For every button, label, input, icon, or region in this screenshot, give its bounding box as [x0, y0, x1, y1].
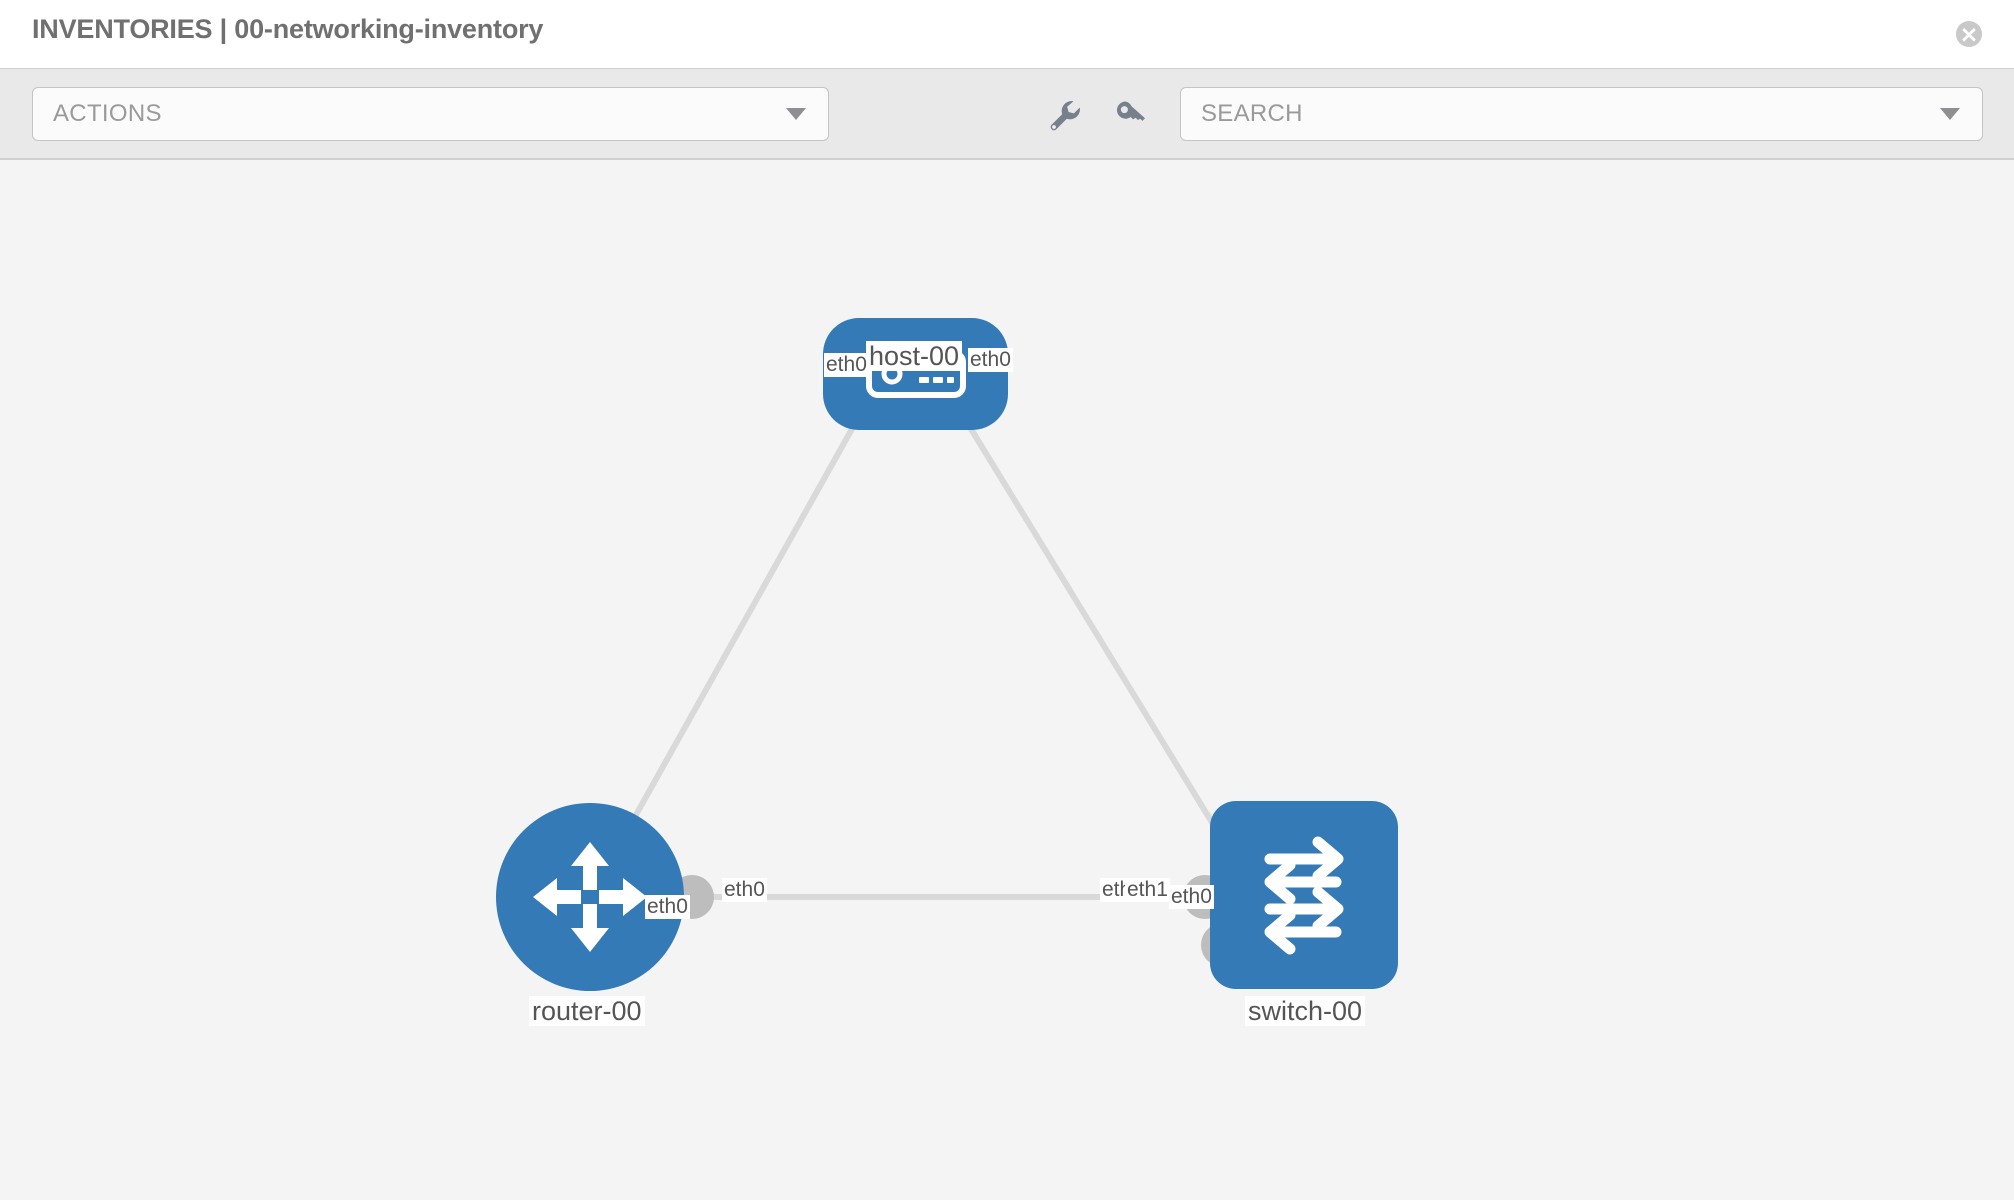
iface-label-switch-to-host: eth0: [1169, 885, 1214, 909]
node-switch-00[interactable]: [1210, 801, 1398, 989]
actions-dropdown[interactable]: ACTIONS: [32, 87, 829, 141]
link-router-host: [601, 408, 865, 875]
iface-label-host-left: eth0: [824, 353, 869, 377]
node-label-host-00: host-00: [866, 341, 963, 371]
four-way-arrows-icon: [533, 842, 647, 952]
iface-label-router-to-switch: eth0: [722, 878, 767, 902]
topology-links: [601, 408, 1238, 900]
link-host-switch: [957, 408, 1238, 863]
iface-label-switch-to-router: eth1: [1125, 878, 1170, 902]
iface-label-host-right: eth0: [968, 348, 1013, 372]
search-dropdown[interactable]: SEARCH: [1180, 87, 1983, 141]
node-label-router-00: router-00: [529, 996, 645, 1026]
topology-canvas[interactable]: host-00 router-00 switch-00 eth0 eth0 et…: [0, 160, 2014, 1200]
chevron-down-icon: [1940, 108, 1960, 120]
iface-label-router-to-host: eth0: [645, 895, 690, 919]
node-label-switch-00: switch-00: [1245, 996, 1366, 1026]
wrench-icon[interactable]: [1046, 97, 1082, 133]
page-header: INVENTORIES | 00-networking-inventory: [0, 0, 2014, 68]
chevron-down-icon: [786, 108, 806, 120]
search-input-placeholder: SEARCH: [1201, 100, 1303, 127]
switch-arrows-icon: [1264, 836, 1344, 955]
topology-toolbar: ACTIONS SEARCH: [0, 68, 2014, 160]
page-title: INVENTORIES | 00-networking-inventory: [32, 14, 544, 44]
key-icon[interactable]: [1112, 97, 1148, 133]
actions-dropdown-label: ACTIONS: [53, 100, 162, 127]
close-icon[interactable]: [1956, 21, 1982, 47]
